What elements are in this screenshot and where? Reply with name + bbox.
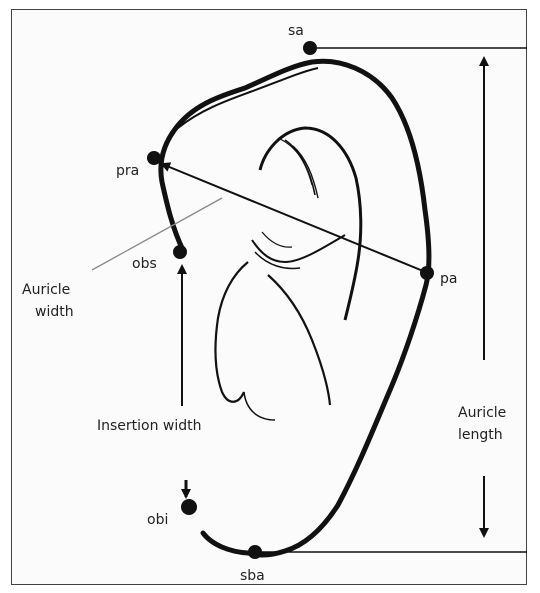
landmark-dot-obi xyxy=(181,499,197,515)
label-sa: sa xyxy=(288,23,304,39)
antihelix-crus-1 xyxy=(285,140,315,195)
landmark-dot-sa xyxy=(303,41,317,55)
label-auricle-length-line1: Auricle xyxy=(458,405,506,421)
landmark-dot-pa xyxy=(420,266,434,280)
label-auricle-length-line2: length xyxy=(458,427,503,443)
lobule-inner xyxy=(244,392,275,420)
label-sba: sba xyxy=(240,568,265,584)
landmark-dot-sba xyxy=(248,545,262,559)
label-auricle-width-line1: Auricle xyxy=(22,282,70,298)
label-insertion-width: Insertion width xyxy=(97,418,202,434)
concha-ridge-3 xyxy=(262,232,292,247)
antihelix-crus-3 xyxy=(278,138,312,185)
label-pa: pa xyxy=(440,271,457,287)
label-pra: pra xyxy=(116,163,139,179)
antitragus-outline xyxy=(268,275,330,405)
concha-ridge xyxy=(252,235,345,262)
landmark-dot-obs xyxy=(173,245,187,259)
helix-inner-rim xyxy=(178,68,318,128)
auricle-width-pointer xyxy=(92,198,222,270)
label-obi: obi xyxy=(147,512,168,528)
tragus-outline xyxy=(215,262,248,402)
label-auricle-width-line2: width xyxy=(35,304,74,320)
label-obs: obs xyxy=(132,256,157,272)
pa-to-pra-arrow xyxy=(162,164,428,273)
landmark-dot-pra xyxy=(147,151,161,165)
